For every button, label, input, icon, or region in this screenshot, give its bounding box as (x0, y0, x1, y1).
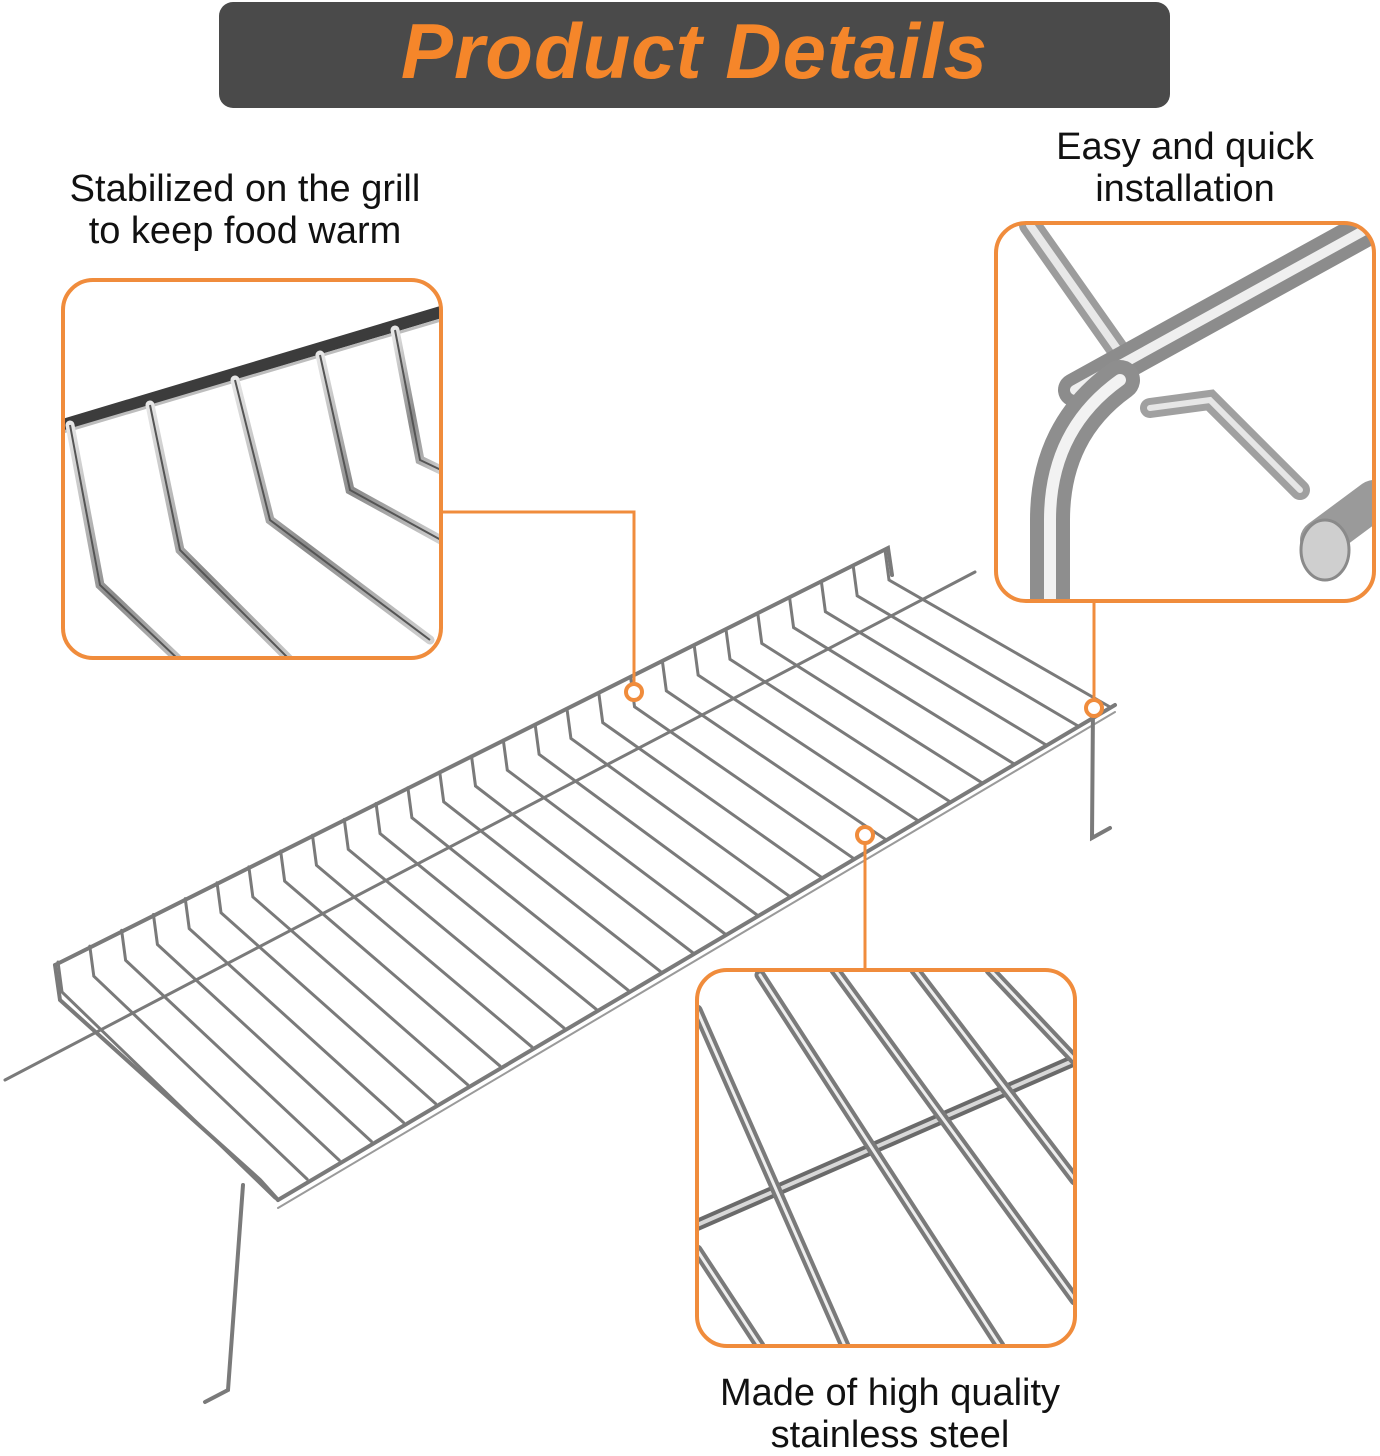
rack-front-rail (276, 703, 1117, 1202)
rack-bar (692, 643, 919, 822)
rack-bar (247, 865, 470, 1087)
rack-bar (279, 849, 502, 1068)
callout-dot-2 (1084, 698, 1104, 718)
caption-installation: Easy and quick installation (1000, 126, 1370, 210)
caption-installation-line-2: installation (1095, 168, 1275, 210)
rack-bar (819, 580, 1048, 747)
caption-material-line-2: stainless steel (770, 1414, 1010, 1456)
callout-dot-3 (855, 825, 875, 845)
rack-bar (438, 770, 662, 973)
detail-hook-closeup (994, 221, 1376, 603)
rack-bar (215, 881, 438, 1106)
rack-bars (56, 548, 1112, 1200)
rack-bar (565, 706, 791, 898)
rack-bar (724, 627, 951, 803)
detail-rail-closeup (61, 278, 443, 660)
rack-bar (660, 659, 887, 841)
warming-rack-icon (3, 544, 1117, 1404)
rack-bar (788, 596, 1016, 766)
caption-material: Made of high quality stainless steel (690, 1372, 1090, 1456)
caption-material-line-1: Made of high quality (719, 1372, 1061, 1414)
rack-left-end (53, 963, 280, 1202)
rack-bar (470, 754, 694, 954)
caption-stabilized-line-2: to keep food warm (88, 210, 402, 252)
caption-installation-line-1: Easy and quick (1056, 126, 1314, 168)
rack-bar (88, 944, 309, 1181)
caption-stabilized-line-1: Stabilized on the grill (69, 168, 421, 210)
rack-bar (120, 928, 341, 1162)
caption-stabilized: Stabilized on the grill to keep food war… (30, 168, 460, 252)
rack-bar (501, 738, 727, 936)
callout-dots (624, 682, 1104, 845)
rack-left-leg (203, 1183, 245, 1404)
rack-bar (374, 802, 598, 1011)
rack-bar (183, 897, 405, 1124)
rack-bar (851, 564, 1080, 728)
rack-front-rail-lower (277, 711, 1116, 1209)
rack-back-rail (53, 544, 894, 967)
rack-bar (533, 722, 759, 917)
detail-grid-closeup (695, 968, 1077, 1348)
callout-connectors (441, 510, 1096, 970)
rack-bar (406, 786, 630, 992)
rack-bar (756, 611, 984, 785)
callout-dot-1 (624, 682, 644, 702)
rack-bar (883, 548, 1112, 709)
rack-bar (342, 817, 566, 1030)
rack-bar (597, 691, 823, 879)
page-title: Product Details (400, 6, 989, 95)
rack-support-rod (3, 570, 977, 1082)
rack-bar (310, 833, 534, 1049)
rack-bar (151, 912, 373, 1143)
rack-right-leg (1089, 703, 1112, 842)
header-banner: Product Details (219, 2, 1170, 108)
connector-top-left (441, 510, 636, 684)
